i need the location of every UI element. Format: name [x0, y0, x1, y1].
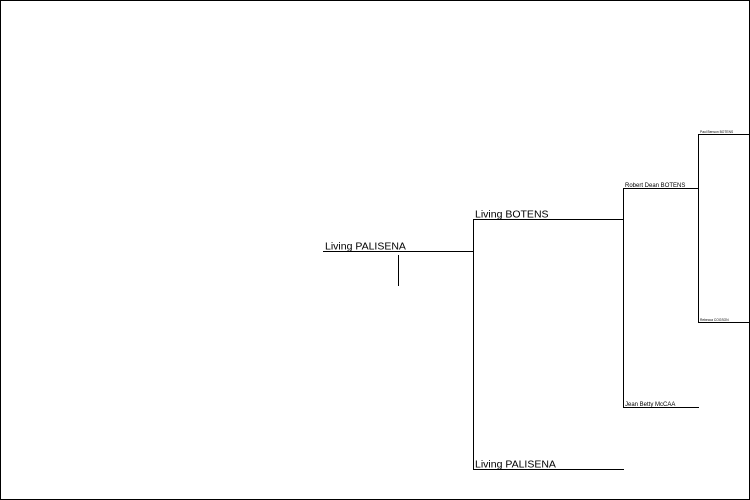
great-grandmother-name: Rebecca COGSON: [700, 318, 729, 322]
mother-name: Living PALISENA: [475, 459, 556, 471]
father-name: Living BOTENS: [475, 209, 549, 221]
paternal-grandmother-name: Jean Betty McCAA: [625, 402, 675, 408]
connector-lines: [323, 134, 749, 470]
paternal-grandfather-name: Robert Dean BOTENS: [625, 183, 685, 189]
great-grandfather-name: Paul Benson BOTENS: [700, 130, 734, 134]
root-person-name: Living PALISENA: [325, 241, 406, 253]
